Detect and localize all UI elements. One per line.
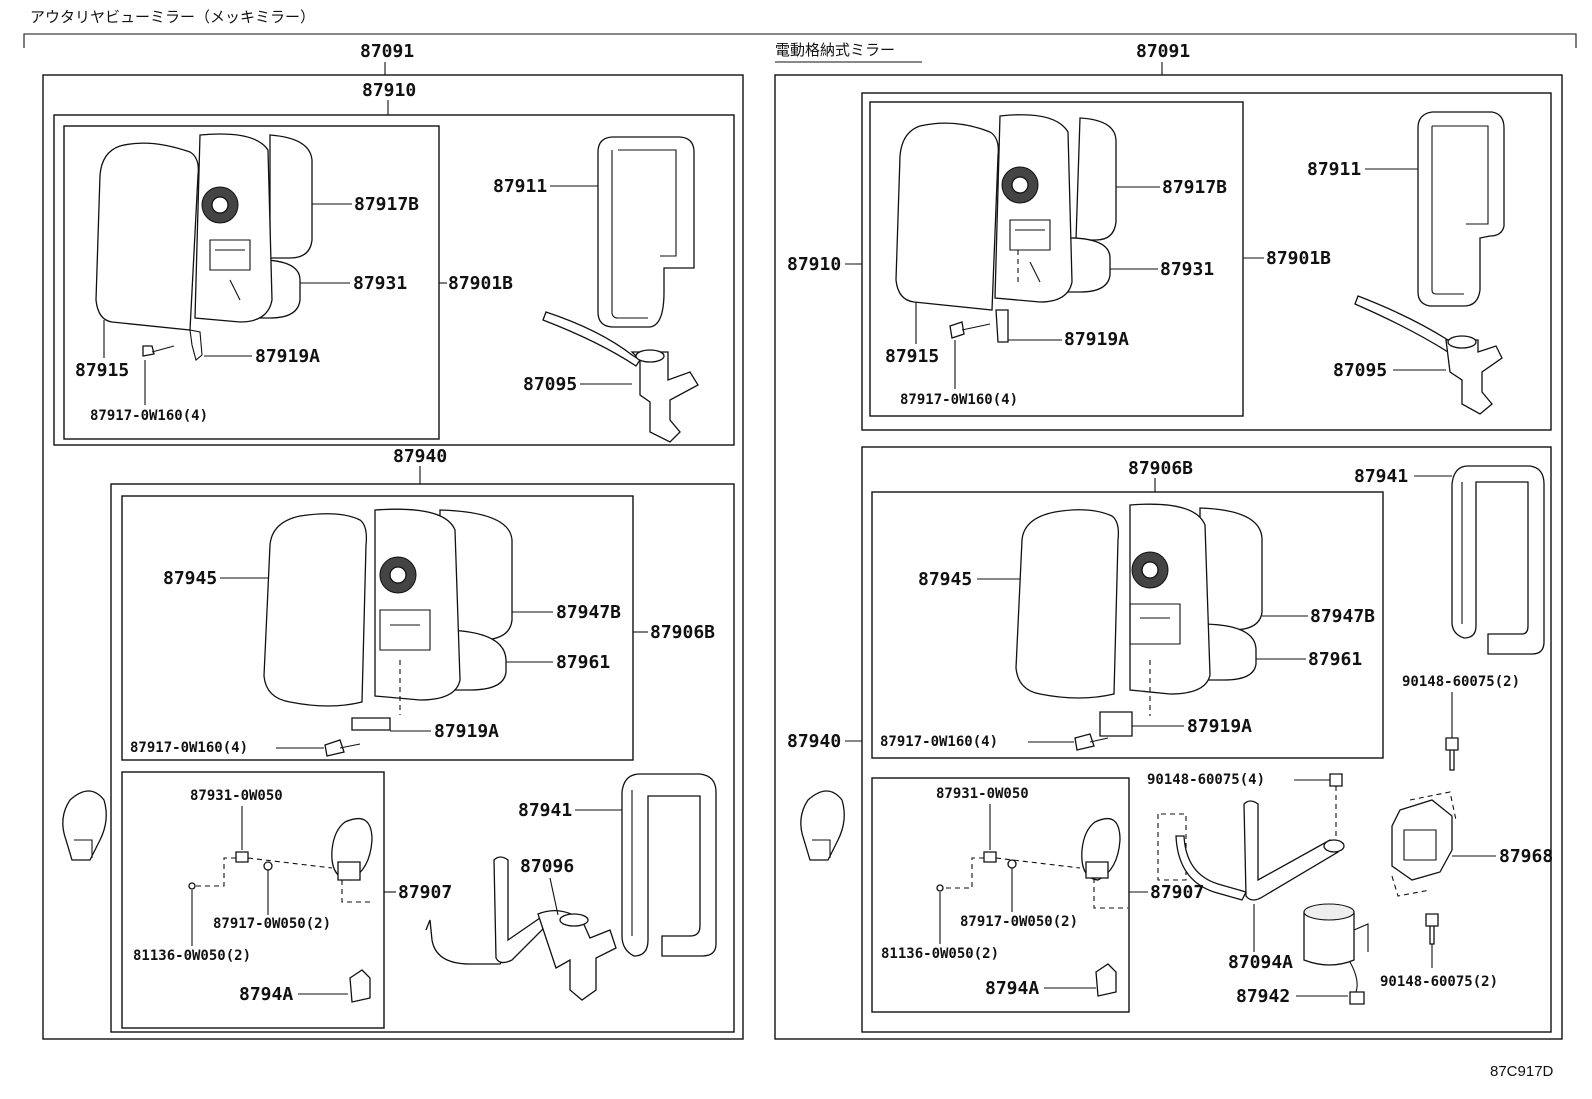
right-lower-screw-label: 87917-0W160(4) — [880, 734, 998, 750]
right-lower-outer-cover-label: 87947B — [1310, 606, 1375, 627]
right-bolt-bottom-drawing — [1425, 913, 1439, 945]
left-cap-drawing — [62, 790, 107, 861]
right-sub-box — [871, 777, 1130, 1013]
diagram-title: アウタリヤビューミラー（メッキミラー） — [30, 8, 315, 26]
left-lower-mirror-box — [121, 495, 634, 761]
right-lower-assy-label: 87940 — [787, 731, 841, 752]
left-assembly-box — [42, 74, 744, 1040]
left-sub-screw-b-label: 87917-0W050(2) — [213, 916, 331, 932]
right-cap-drawing — [800, 790, 845, 861]
left-lower-outer-cover-label: 87947B — [556, 602, 621, 623]
left-sub-bracket-drawing — [349, 969, 371, 1003]
right-lower-stay-drawing — [1157, 800, 1345, 901]
right-sub-drawing — [936, 817, 1128, 909]
right-lower-mirror-label: 87945 — [918, 569, 972, 590]
right-lower-frame-drawing — [1451, 465, 1545, 655]
left-lower-screw-label: 87917-0W160(4) — [130, 740, 248, 756]
left-lower-frame-label: 87941 — [518, 800, 572, 821]
right-bolt-mid-label: 90148-60075(4) — [1147, 772, 1265, 788]
left-lower-mirror-drawing — [263, 508, 513, 757]
right-sub-box-code: 87907 — [1150, 882, 1204, 903]
left-lower-mirror-label: 87945 — [163, 568, 217, 589]
right-sub-screw-b-label: 87917-0W050(2) — [960, 914, 1078, 930]
right-mirror-box — [869, 101, 1244, 417]
left-sub-bracket-label: 8794A — [239, 984, 293, 1005]
illustration-code: 87C917D — [1490, 1063, 1554, 1080]
right-bolt-mid-drawing — [1329, 773, 1343, 787]
right-stay-drawing — [1354, 295, 1503, 415]
left-sub-mirror-label: 87910 — [362, 80, 416, 101]
right-retractor-label: 87968 — [1499, 846, 1553, 867]
right-lower-bracket-label: 87919A — [1187, 716, 1252, 737]
left-sub-box-code: 87907 — [398, 882, 452, 903]
right-frame-label: 87911 — [1307, 159, 1361, 180]
left-assembly-label: 87091 — [360, 41, 414, 62]
right-section: 電動格納式ミラー 87091 87910 87917B 87931 87901B — [774, 41, 1563, 1040]
right-section-title: 電動格納式ミラー — [775, 41, 895, 59]
right-mirror-label: 87915 — [885, 346, 939, 367]
left-screw-label: 87917-0W160(4) — [90, 408, 208, 424]
left-sub-screw-a-label: 87931-0W050 — [190, 788, 283, 804]
right-frame-drawing — [1417, 111, 1505, 307]
left-stay-label: 87095 — [523, 374, 577, 395]
left-lower-bracket-label: 87919A — [434, 721, 499, 742]
left-outer-cover-label: 87917B — [354, 194, 419, 215]
left-lower-assy-label: 87940 — [393, 446, 447, 467]
left-lower-stay-drawing — [425, 856, 617, 1001]
right-bolt-top-label: 90148-60075(2) — [1402, 674, 1520, 690]
left-lower-stay-label: 87096 — [520, 856, 574, 877]
right-sub-screw-a-label: 87931-0W050 — [936, 786, 1029, 802]
left-lower-inner-cover-label: 87961 — [556, 652, 610, 673]
right-mirror-box-code: 87901B — [1266, 248, 1331, 269]
right-sub-bracket-label: 8794A — [985, 978, 1039, 999]
header-bracket-line — [23, 33, 1577, 48]
right-bolt-bottom-label: 90148-60075(2) — [1380, 974, 1498, 990]
right-upper-box — [861, 92, 1552, 431]
left-stay-drawing — [542, 311, 699, 443]
left-upper-box — [53, 114, 735, 446]
left-inner-cover-label: 87931 — [353, 273, 407, 294]
left-mirror-box-code: 87901B — [448, 273, 513, 294]
right-sub-bracket-drawing — [1095, 963, 1117, 997]
right-lower-mirror-box — [871, 491, 1384, 759]
left-lower-frame-drawing — [621, 773, 717, 957]
right-sub-screw-c-label: 81136-0W050(2) — [881, 946, 999, 962]
left-frame-label: 87911 — [493, 176, 547, 197]
right-inner-cover-label: 87931 — [1160, 259, 1214, 280]
right-assembly-box — [774, 74, 1563, 1040]
right-lower-inner-cover-label: 87961 — [1308, 649, 1362, 670]
left-upper-mirror-drawing — [95, 133, 313, 361]
right-retractor-drawing — [1391, 791, 1457, 897]
left-section: 87091 87910 87917B 87931 87901B 87919A 8… — [42, 41, 744, 1040]
right-screw-label: 87917-0W160(4) — [900, 392, 1018, 408]
left-bracket-label: 87919A — [255, 346, 320, 367]
right-sub-mirror-label: 87910 — [787, 254, 841, 275]
right-lower-mirror-drawing — [1015, 503, 1263, 751]
right-lower-stay-label: 87094A — [1228, 952, 1293, 973]
right-stay-label: 87095 — [1333, 360, 1387, 381]
right-lower-frame-label: 87941 — [1354, 466, 1408, 487]
left-mirror-label: 87915 — [75, 360, 129, 381]
right-motor-drawing — [1303, 903, 1369, 1005]
left-sub-drawing — [188, 817, 373, 903]
left-lower-box — [110, 483, 735, 1033]
right-upper-mirror-drawing — [895, 114, 1117, 343]
right-motor-label: 87942 — [1236, 986, 1290, 1007]
left-sub-screw-c-label: 81136-0W050(2) — [133, 948, 251, 964]
right-lower-box-code: 87906B — [1128, 458, 1193, 479]
right-bracket-label: 87919A — [1064, 329, 1129, 350]
left-frame-drawing — [597, 136, 695, 328]
left-sub-box — [121, 771, 385, 1029]
left-lower-box-code: 87906B — [650, 622, 715, 643]
right-bolt-top-drawing — [1445, 737, 1459, 771]
right-outer-cover-label: 87917B — [1162, 177, 1227, 198]
right-assembly-label: 87091 — [1136, 41, 1190, 62]
right-lower-box — [861, 446, 1552, 1033]
